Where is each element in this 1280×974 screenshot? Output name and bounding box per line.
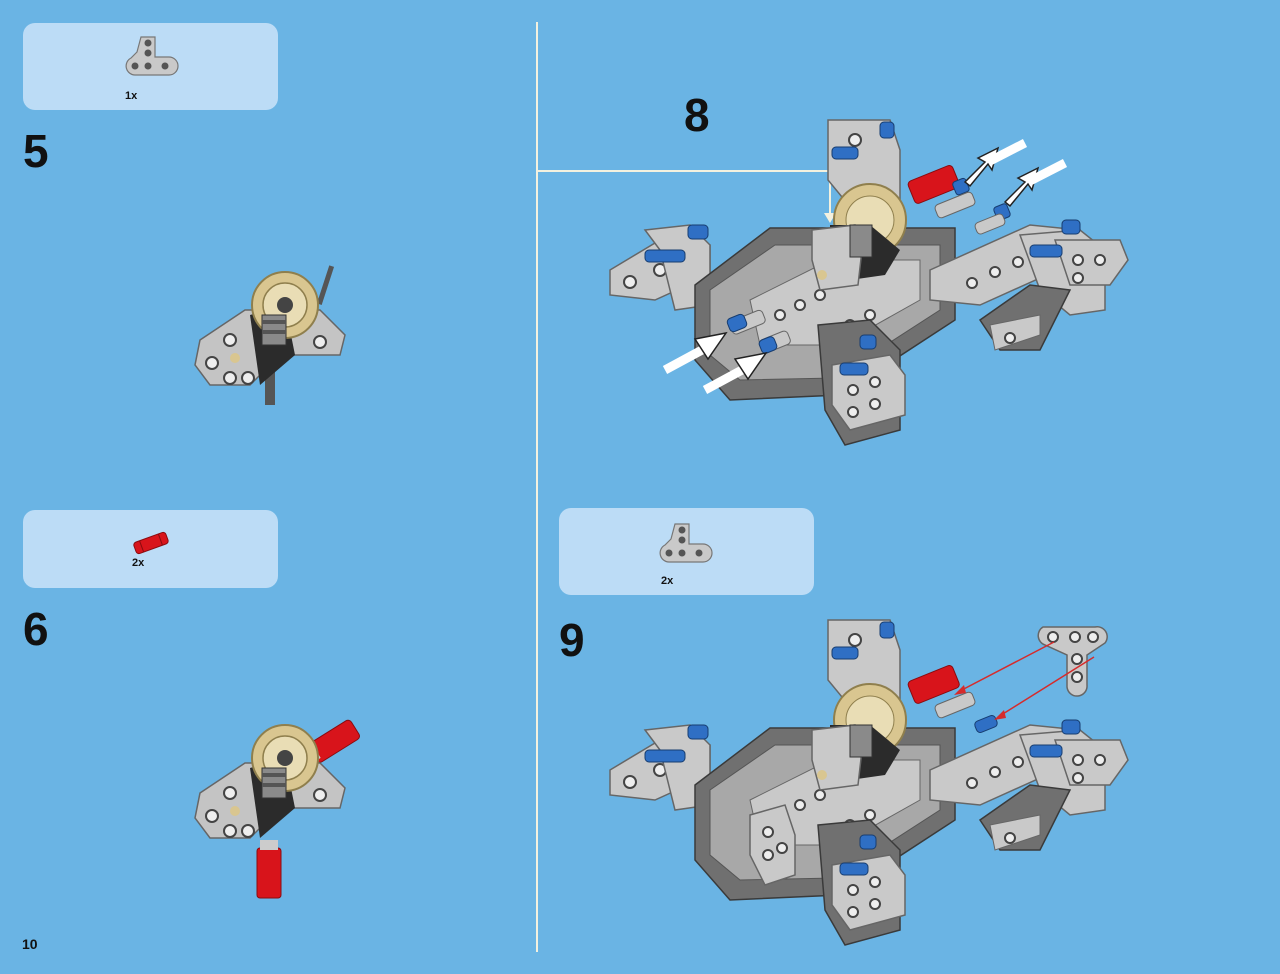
part-quantity: 2x [661,575,674,587]
page-number: 10 [22,936,38,952]
floating-t-beam-part [1037,626,1108,697]
step-9-assembly [609,619,1129,946]
parts-list-panel-step-9: 2x [559,508,814,595]
step-number: 8 [684,89,710,141]
step-6-assembly [194,719,360,899]
insert-arrow-top-1 [963,138,1028,188]
parts-list-panel-step-5: 1x [23,23,278,110]
part-quantity: 2x [132,557,145,569]
step-number: 6 [23,603,49,655]
step-5-assembly [194,265,346,405]
insert-arrow-bottom-1 [662,331,728,374]
insert-arrow-bottom-2 [702,351,768,394]
part-quantity: 1x [125,90,138,102]
guide-line-1 [954,641,1055,695]
red-axle-connector-icon [133,531,169,555]
step-number: 5 [23,125,49,177]
step-number: 9 [559,614,585,666]
t-beam-icon [659,523,713,563]
insert-arrow-top-2 [1003,158,1068,208]
t-beam-icon [125,36,179,76]
guide-line-2 [994,656,1095,720]
column-divider [536,22,538,952]
parts-list-panel-step-6: 2x [23,510,278,588]
